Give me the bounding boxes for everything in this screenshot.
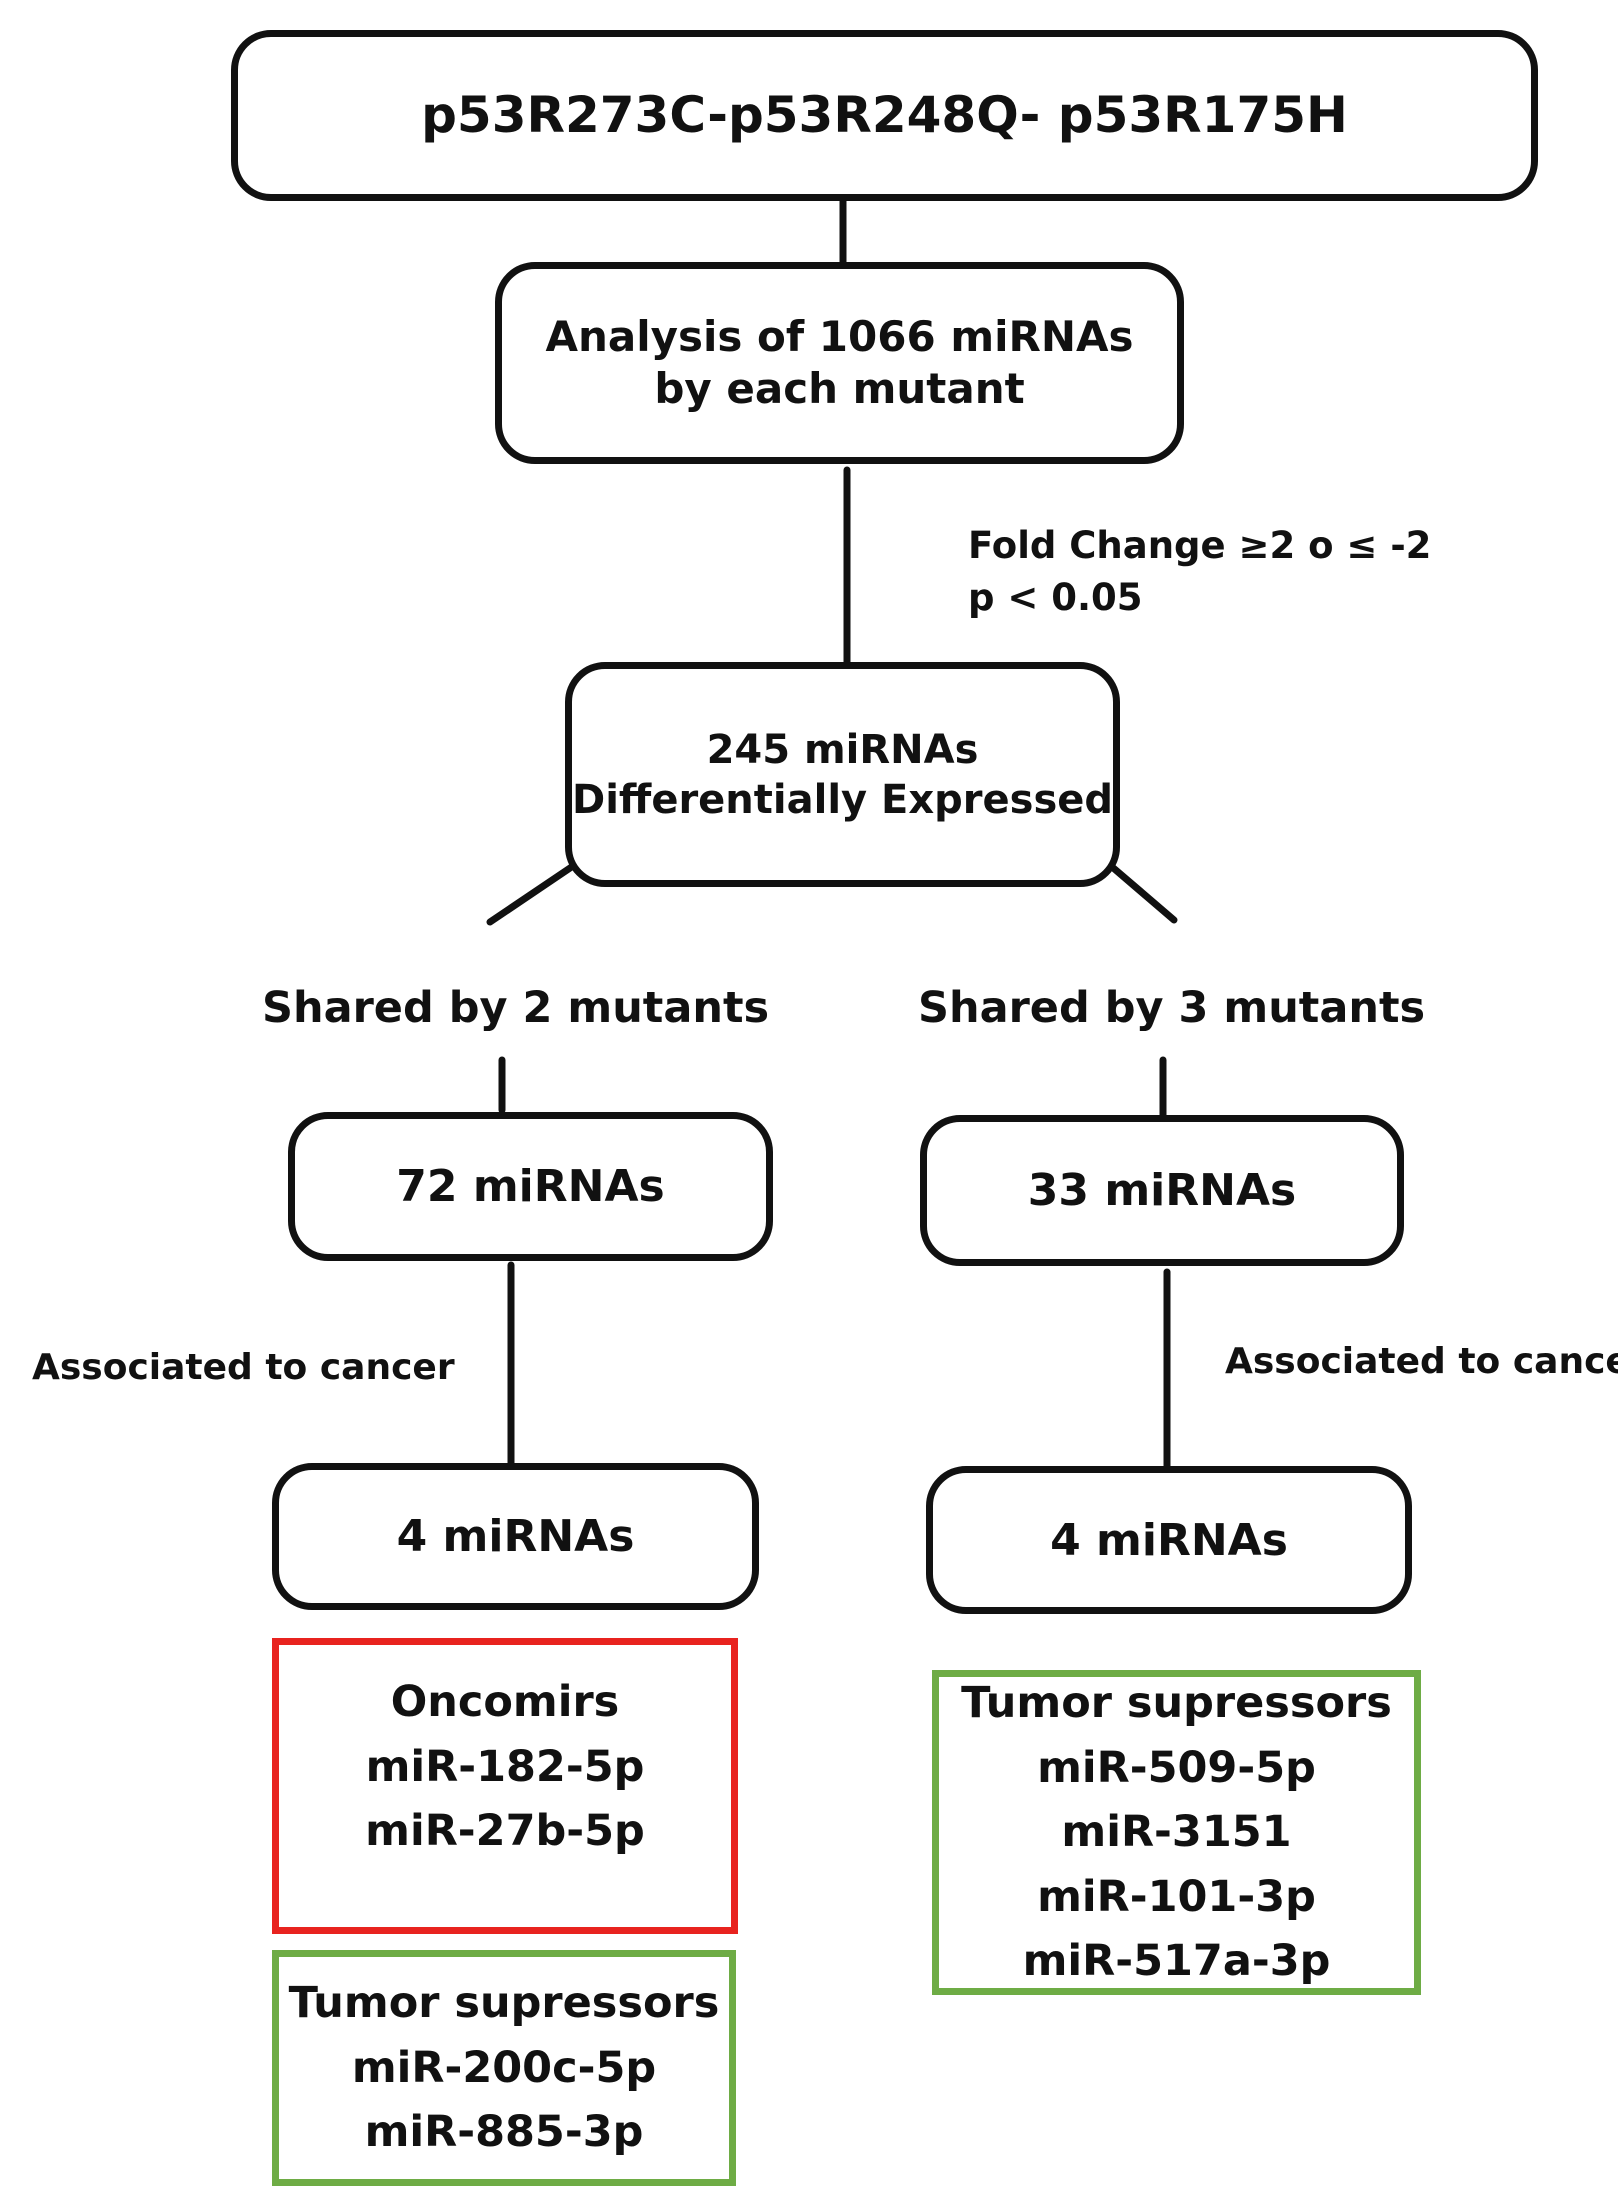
right-count-label: 33 miRNAs [1027, 1165, 1297, 1216]
connector-de-to-left-branch [486, 862, 577, 926]
analysis-label-line1: Analysis of 1066 miRNAs [545, 311, 1134, 361]
de-label-line1: 245 miRNAs [706, 726, 979, 773]
left-association-label: Associated to cancer [32, 1347, 455, 1388]
oncomir-item: miR-182-5p [365, 1741, 645, 1792]
analysis-box: Analysis of 1066 miRNAs by each mutant [495, 262, 1184, 464]
right-branch-heading: Shared by 3 mutants [918, 983, 1426, 1033]
tumor-suppressor-item: miR-885-3p [364, 2107, 644, 2158]
mutants-box: p53R273C-p53R248Q- p53R175H [231, 30, 1538, 201]
left-result-box: 4 miRNAs [272, 1463, 759, 1610]
oncomirs-box: Oncomirs miR-182-5p miR-27b-5p [272, 1638, 738, 1934]
tumor-suppressor-item: miR-517a-3p [1022, 1936, 1331, 1987]
oncomirs-title: Oncomirs [390, 1677, 620, 1727]
left-count-label: 72 miRNAs [396, 1161, 665, 1212]
mutants-label: p53R273C-p53R248Q- p53R175H [421, 86, 1348, 145]
connector-de-to-right-branch [1107, 862, 1178, 924]
p-value-criterion: p < 0.05 [968, 575, 1143, 619]
analysis-label-line2: by each mutant [654, 364, 1025, 413]
fold-change-criterion: Fold Change ≥2 o ≤ -2 [968, 524, 1432, 567]
tumor-suppressor-item: miR-509-5p [1037, 1742, 1316, 1793]
tumor-suppressor-item: miR-101-3p [1037, 1871, 1316, 1922]
oncomir-item: miR-27b-5p [365, 1806, 645, 1856]
tumor-suppressor-item: miR-3151 [1061, 1807, 1292, 1858]
differentially-expressed-box: 245 miRNAs Differentially Expressed [565, 662, 1120, 887]
filter-criteria-label: Fold Change ≥2 o ≤ -2 p < 0.05 [968, 520, 1431, 624]
right-association-label: Associated to cancer [1225, 1341, 1618, 1382]
de-label-line2: Differentially Expressed [572, 776, 1114, 823]
left-branch-heading: Shared by 2 mutants [262, 983, 770, 1033]
left-suppressors-title: Tumor supressors [288, 1978, 720, 2029]
right-result-label: 4 miRNAs [1050, 1514, 1288, 1566]
tumor-suppressor-item: miR-200c-5p [351, 2042, 657, 2093]
left-result-label: 4 miRNAs [396, 1511, 635, 1562]
right-tumor-suppressors-box: Tumor supressors miR-509-5p miR-3151 miR… [932, 1670, 1421, 1995]
right-suppressors-title: Tumor supressors [961, 1678, 1392, 1729]
left-tumor-suppressors-box: Tumor supressors miR-200c-5p miR-885-3p [272, 1950, 736, 2186]
left-count-box: 72 miRNAs [288, 1112, 773, 1261]
right-count-box: 33 miRNAs [920, 1115, 1404, 1266]
right-result-box: 4 miRNAs [926, 1466, 1412, 1614]
